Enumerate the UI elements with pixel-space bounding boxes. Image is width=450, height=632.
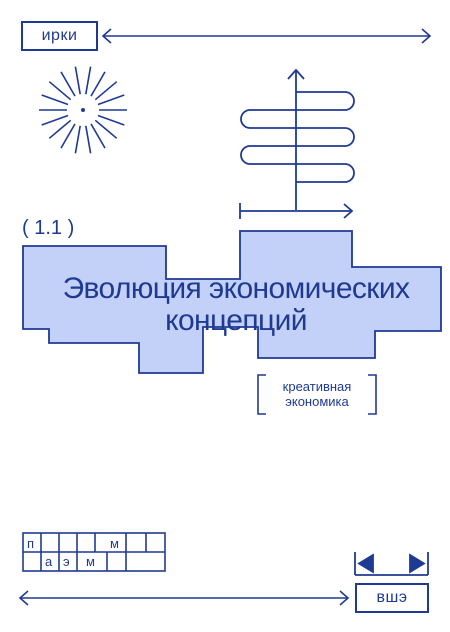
grid-letter: м [110,536,119,551]
section-number: ( 1.1 ) [22,217,75,239]
sunburst-ray [48,119,72,139]
title-highlight-shape [22,230,442,374]
top-double-arrow [101,28,432,44]
back-triangle-icon [357,553,374,574]
brand-text: ирки [41,27,78,44]
sunburst-ray [90,123,106,149]
grid-letter: п [27,536,35,551]
brand-label: ирки [21,21,98,51]
topic-tag: креативная экономика [258,374,376,415]
sunburst-ray [94,119,118,139]
sunburst-icon [39,66,127,154]
school-text: вшэ [376,589,408,606]
sunburst-ray [97,114,125,126]
tag-brackets [257,374,377,415]
media-controls [354,552,429,576]
page-title: Эволюция экономических концепций [62,272,410,337]
forward-triangle-icon [409,553,426,574]
sunburst-ray [48,81,72,101]
letter-grid [22,532,166,572]
school-label: вшэ [355,583,429,613]
sunburst-ray [41,94,69,106]
topic-tag-line1: креативная [282,379,352,394]
sunburst-ray [85,66,92,95]
sunburst-ray [60,123,76,149]
topic-tag-line2: экономика [285,394,349,409]
sunburst-ray [97,94,125,106]
bottom-double-arrow [18,590,350,606]
sunburst-ray [60,71,76,97]
sunburst-ray [90,71,106,97]
sunburst-ray [85,125,92,154]
sunburst-ray [94,81,118,101]
grid-letter: а [45,554,53,569]
sunburst-ray [41,114,69,126]
grid-letter: м [86,554,95,569]
sunburst-ray [74,125,81,154]
grid-letter: э [63,554,70,569]
sunburst-ray [74,66,81,95]
serpentine-arrow-graphic [239,68,355,219]
